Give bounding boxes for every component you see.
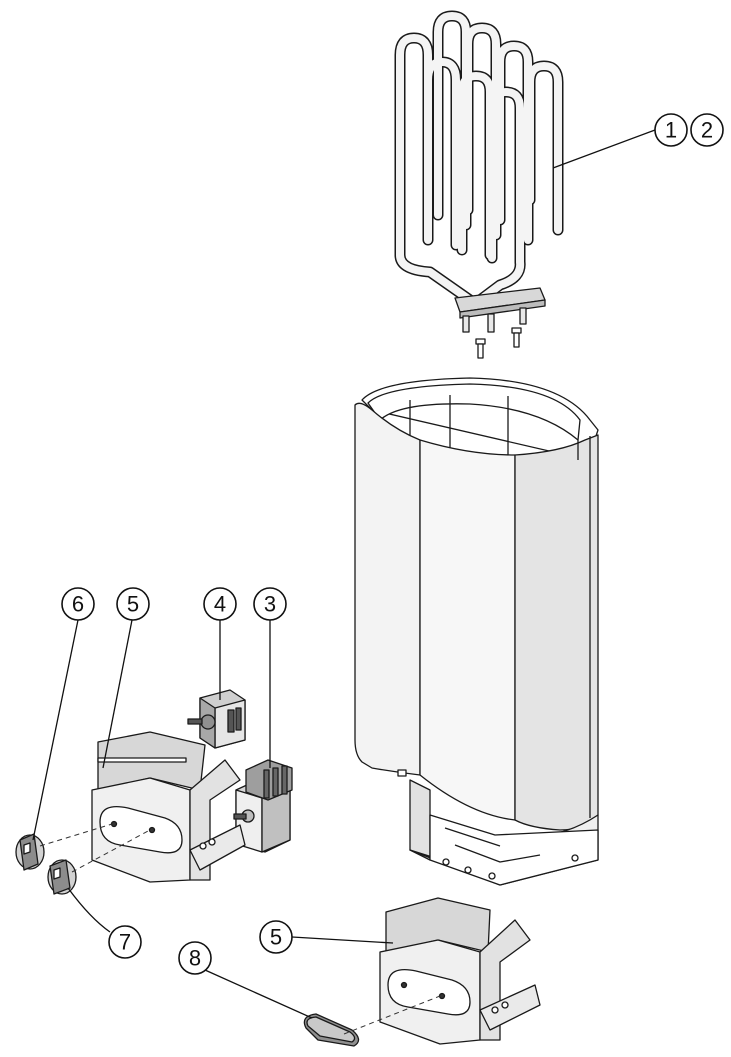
control-box (379, 897, 541, 1045)
callout-5-lower: 5 (259, 920, 293, 954)
callout-label: 5 (270, 925, 282, 950)
timer-switch (187, 689, 246, 749)
control-panel-cover (303, 1013, 360, 1047)
callout-8: 8 (178, 941, 212, 975)
callout-label: 4 (214, 592, 226, 617)
heater-body-casing (354, 377, 599, 886)
callout-2: 2 (690, 113, 724, 147)
contactor (233, 759, 293, 853)
callout-label: 3 (264, 592, 276, 617)
callout-label: 5 (127, 592, 139, 617)
knob (47, 859, 77, 895)
callout-1: 1 (654, 113, 688, 147)
leader-lines (32, 129, 656, 1019)
callout-3: 3 (253, 587, 287, 621)
assembly-lines (39, 823, 441, 1035)
callout-7: 7 (108, 925, 142, 959)
callout-label: 7 (119, 930, 131, 955)
callout-5-upper: 5 (116, 587, 150, 621)
control-box (91, 731, 246, 883)
callout-4: 4 (203, 587, 237, 621)
callout-6: 6 (61, 587, 95, 621)
callout-label: 8 (189, 946, 201, 971)
callout-label: 2 (701, 118, 713, 143)
callout-label: 1 (665, 118, 677, 143)
callout-label: 6 (72, 592, 84, 617)
heating-elements (394, 10, 564, 359)
knob (15, 833, 45, 871)
